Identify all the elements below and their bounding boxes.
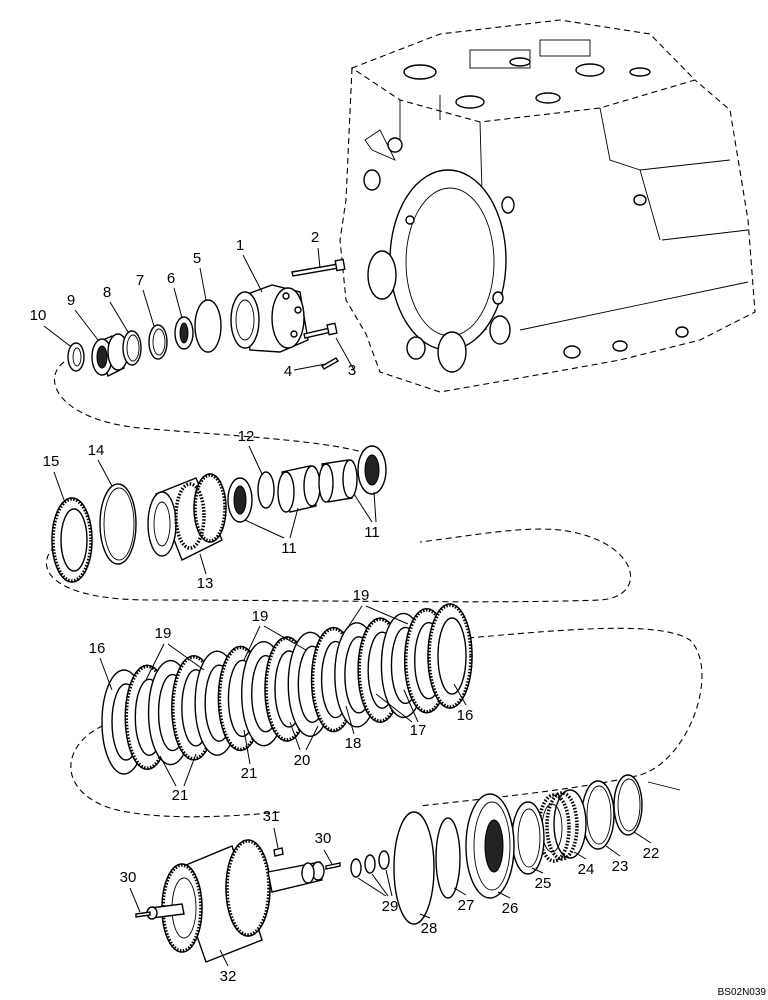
callout-c27: 27 [458, 897, 475, 914]
callout-c22: 22 [643, 845, 660, 862]
callout-c15: 15 [43, 453, 60, 470]
callout-c14: 14 [88, 442, 105, 459]
callout-c5: 5 [193, 250, 201, 267]
assembly-path-lines [46, 361, 703, 818]
row1-parts [67, 258, 346, 377]
callout-c2: 2 [311, 229, 319, 246]
disc-teeth [427, 603, 473, 709]
callout-c31: 31 [263, 808, 280, 825]
callout-c20: 20 [294, 752, 311, 769]
callout-c29: 29 [382, 898, 399, 915]
callout-c23: 23 [612, 858, 629, 875]
callout-c19b: 19 [252, 608, 269, 625]
callout-c16a: 16 [89, 640, 106, 657]
callout-c3: 3 [348, 362, 356, 379]
row2-parts [51, 445, 387, 583]
disc-bore [437, 617, 467, 695]
callout-c10: 10 [30, 307, 47, 324]
callout-c4: 4 [284, 363, 292, 380]
callout-c26: 26 [502, 900, 519, 917]
callout-c9: 9 [67, 292, 75, 309]
callout-c17: 17 [410, 722, 427, 739]
leader-lines [43, 247, 652, 967]
callout-c25: 25 [535, 875, 552, 892]
callout-c32: 32 [220, 968, 237, 985]
callout-c21b: 21 [172, 787, 189, 804]
row4-parts [135, 774, 643, 963]
callout-c11b: 11 [364, 524, 380, 541]
drawing-code: BS02N039 [718, 987, 767, 998]
callout-c24: 24 [578, 861, 595, 878]
callout-c19c: 19 [353, 587, 370, 604]
callout-c6: 6 [167, 270, 175, 287]
callout-c18: 18 [345, 735, 362, 752]
callout-c19a: 19 [155, 625, 172, 642]
callout-c12: 12 [238, 428, 255, 445]
callout-c28: 28 [421, 920, 438, 937]
callout-c7: 7 [136, 272, 144, 289]
callout-c8: 8 [103, 284, 111, 301]
callout-c1: 1 [236, 237, 244, 254]
transmission-housing [339, 19, 756, 393]
callout-c16b: 16 [457, 707, 474, 724]
callout-c11a: 11 [281, 540, 297, 557]
clutch-disc-pack [101, 603, 473, 775]
callout-c30a: 30 [120, 869, 137, 886]
callout-c21a: 21 [241, 765, 258, 782]
callout-c30b: 30 [315, 830, 332, 847]
callout-c13: 13 [197, 575, 214, 592]
